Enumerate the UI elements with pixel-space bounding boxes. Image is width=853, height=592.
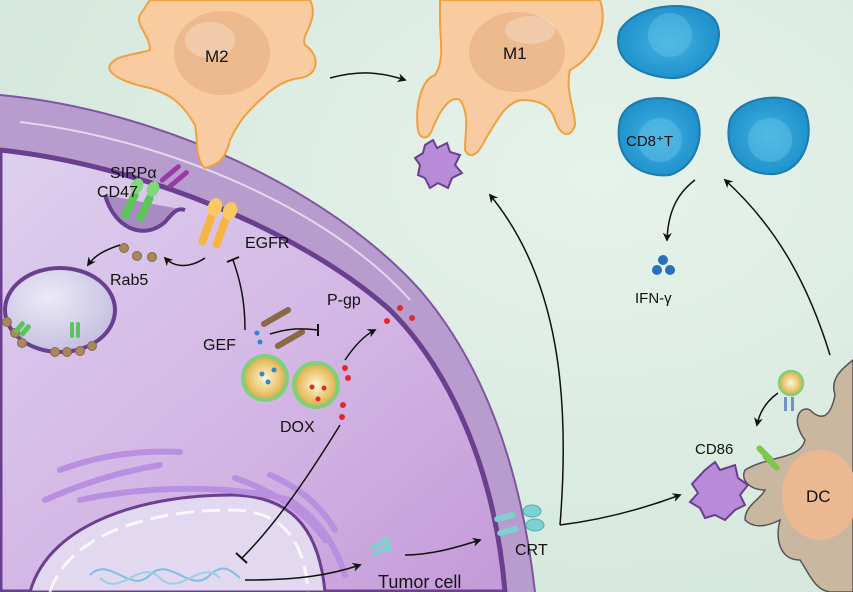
arrow-egfr-to-rab5 (163, 256, 206, 267)
egfr-icon (198, 198, 238, 249)
arrow-np-to-cd86 (754, 392, 779, 427)
label-gef: GEF (203, 337, 236, 354)
endosome (2, 266, 117, 357)
arrow-to-endosome (86, 244, 121, 267)
cd47-icon (121, 178, 160, 222)
arrow-crt-to-dc (559, 493, 682, 526)
inhibit-bar-egfr (226, 256, 240, 263)
gef-inhibits-pgp (269, 328, 319, 335)
endoplasmic-reticulum (42, 448, 348, 578)
arrow-dc-to-t-cells (723, 178, 831, 356)
inhibit-bar-dna (235, 552, 248, 564)
dox-inhibits-dna (241, 424, 341, 559)
label-egfr: EGFR (245, 235, 289, 252)
arrow-dox-efflux (344, 329, 377, 361)
label-rab5: Rab5 (110, 272, 148, 289)
label-m1: M1 (503, 44, 527, 63)
arrow-crt-to-m1 (488, 193, 565, 526)
dox-molecule-icon (339, 305, 415, 420)
pgp-icon (260, 307, 306, 349)
ifn-gamma-icon (652, 255, 675, 275)
label-sirpa: SIRPα (110, 165, 157, 182)
cd47-on-endosome-icon (13, 321, 80, 338)
nanoparticle-dc (777, 369, 805, 411)
tumor-fragment-dc-icon (688, 460, 750, 522)
arrow-dna-to-er (244, 563, 362, 581)
label-pgp: P-gp (327, 292, 361, 309)
label-dox: DOX (280, 419, 315, 436)
dna-icon (89, 567, 241, 582)
gef-inhibits-egfr (232, 259, 246, 331)
nucleus (28, 493, 327, 592)
crt-er-icon (370, 537, 392, 556)
label-dc: DC (806, 487, 831, 506)
dna-strand-icon (99, 571, 221, 585)
gef-molecule-icon (254, 330, 263, 345)
arrow-m2-to-m1 (329, 72, 407, 83)
nanoparticle-dox (292, 361, 340, 409)
arrow-t-cell-to-ifng (662, 179, 696, 242)
cd8-t-cell-left (617, 97, 701, 177)
sirpa-icon (159, 164, 189, 189)
label-cd8t: CD8⁺T (626, 133, 673, 150)
label-crt: CRT (515, 542, 548, 559)
arrow-er-to-crt (404, 537, 482, 556)
label-cd47: CD47 (97, 184, 138, 201)
pathway-arrows (86, 72, 831, 581)
membrane-highlight (19, 121, 411, 301)
tumor-outer-edge (0, 94, 536, 592)
m1-macrophage (416, 0, 604, 157)
cd86-icon (756, 445, 780, 471)
label-cd86: CD86 (695, 441, 733, 458)
crt-membrane-icon (494, 504, 545, 537)
label-tumor-cell: Tumor cell (378, 572, 461, 592)
label-ifng: IFN-γ (635, 290, 672, 307)
rab5-on-endosome-icon (2, 317, 97, 357)
rab5-icon (119, 243, 157, 262)
nanoparticle-gef (241, 354, 289, 402)
cd8-t-cell-top (617, 5, 720, 80)
m2-macrophage (108, 0, 317, 170)
tumor-fragment-m1-icon (413, 138, 464, 190)
cd8-t-cell-right (727, 96, 810, 176)
label-m2: M2 (205, 47, 229, 66)
